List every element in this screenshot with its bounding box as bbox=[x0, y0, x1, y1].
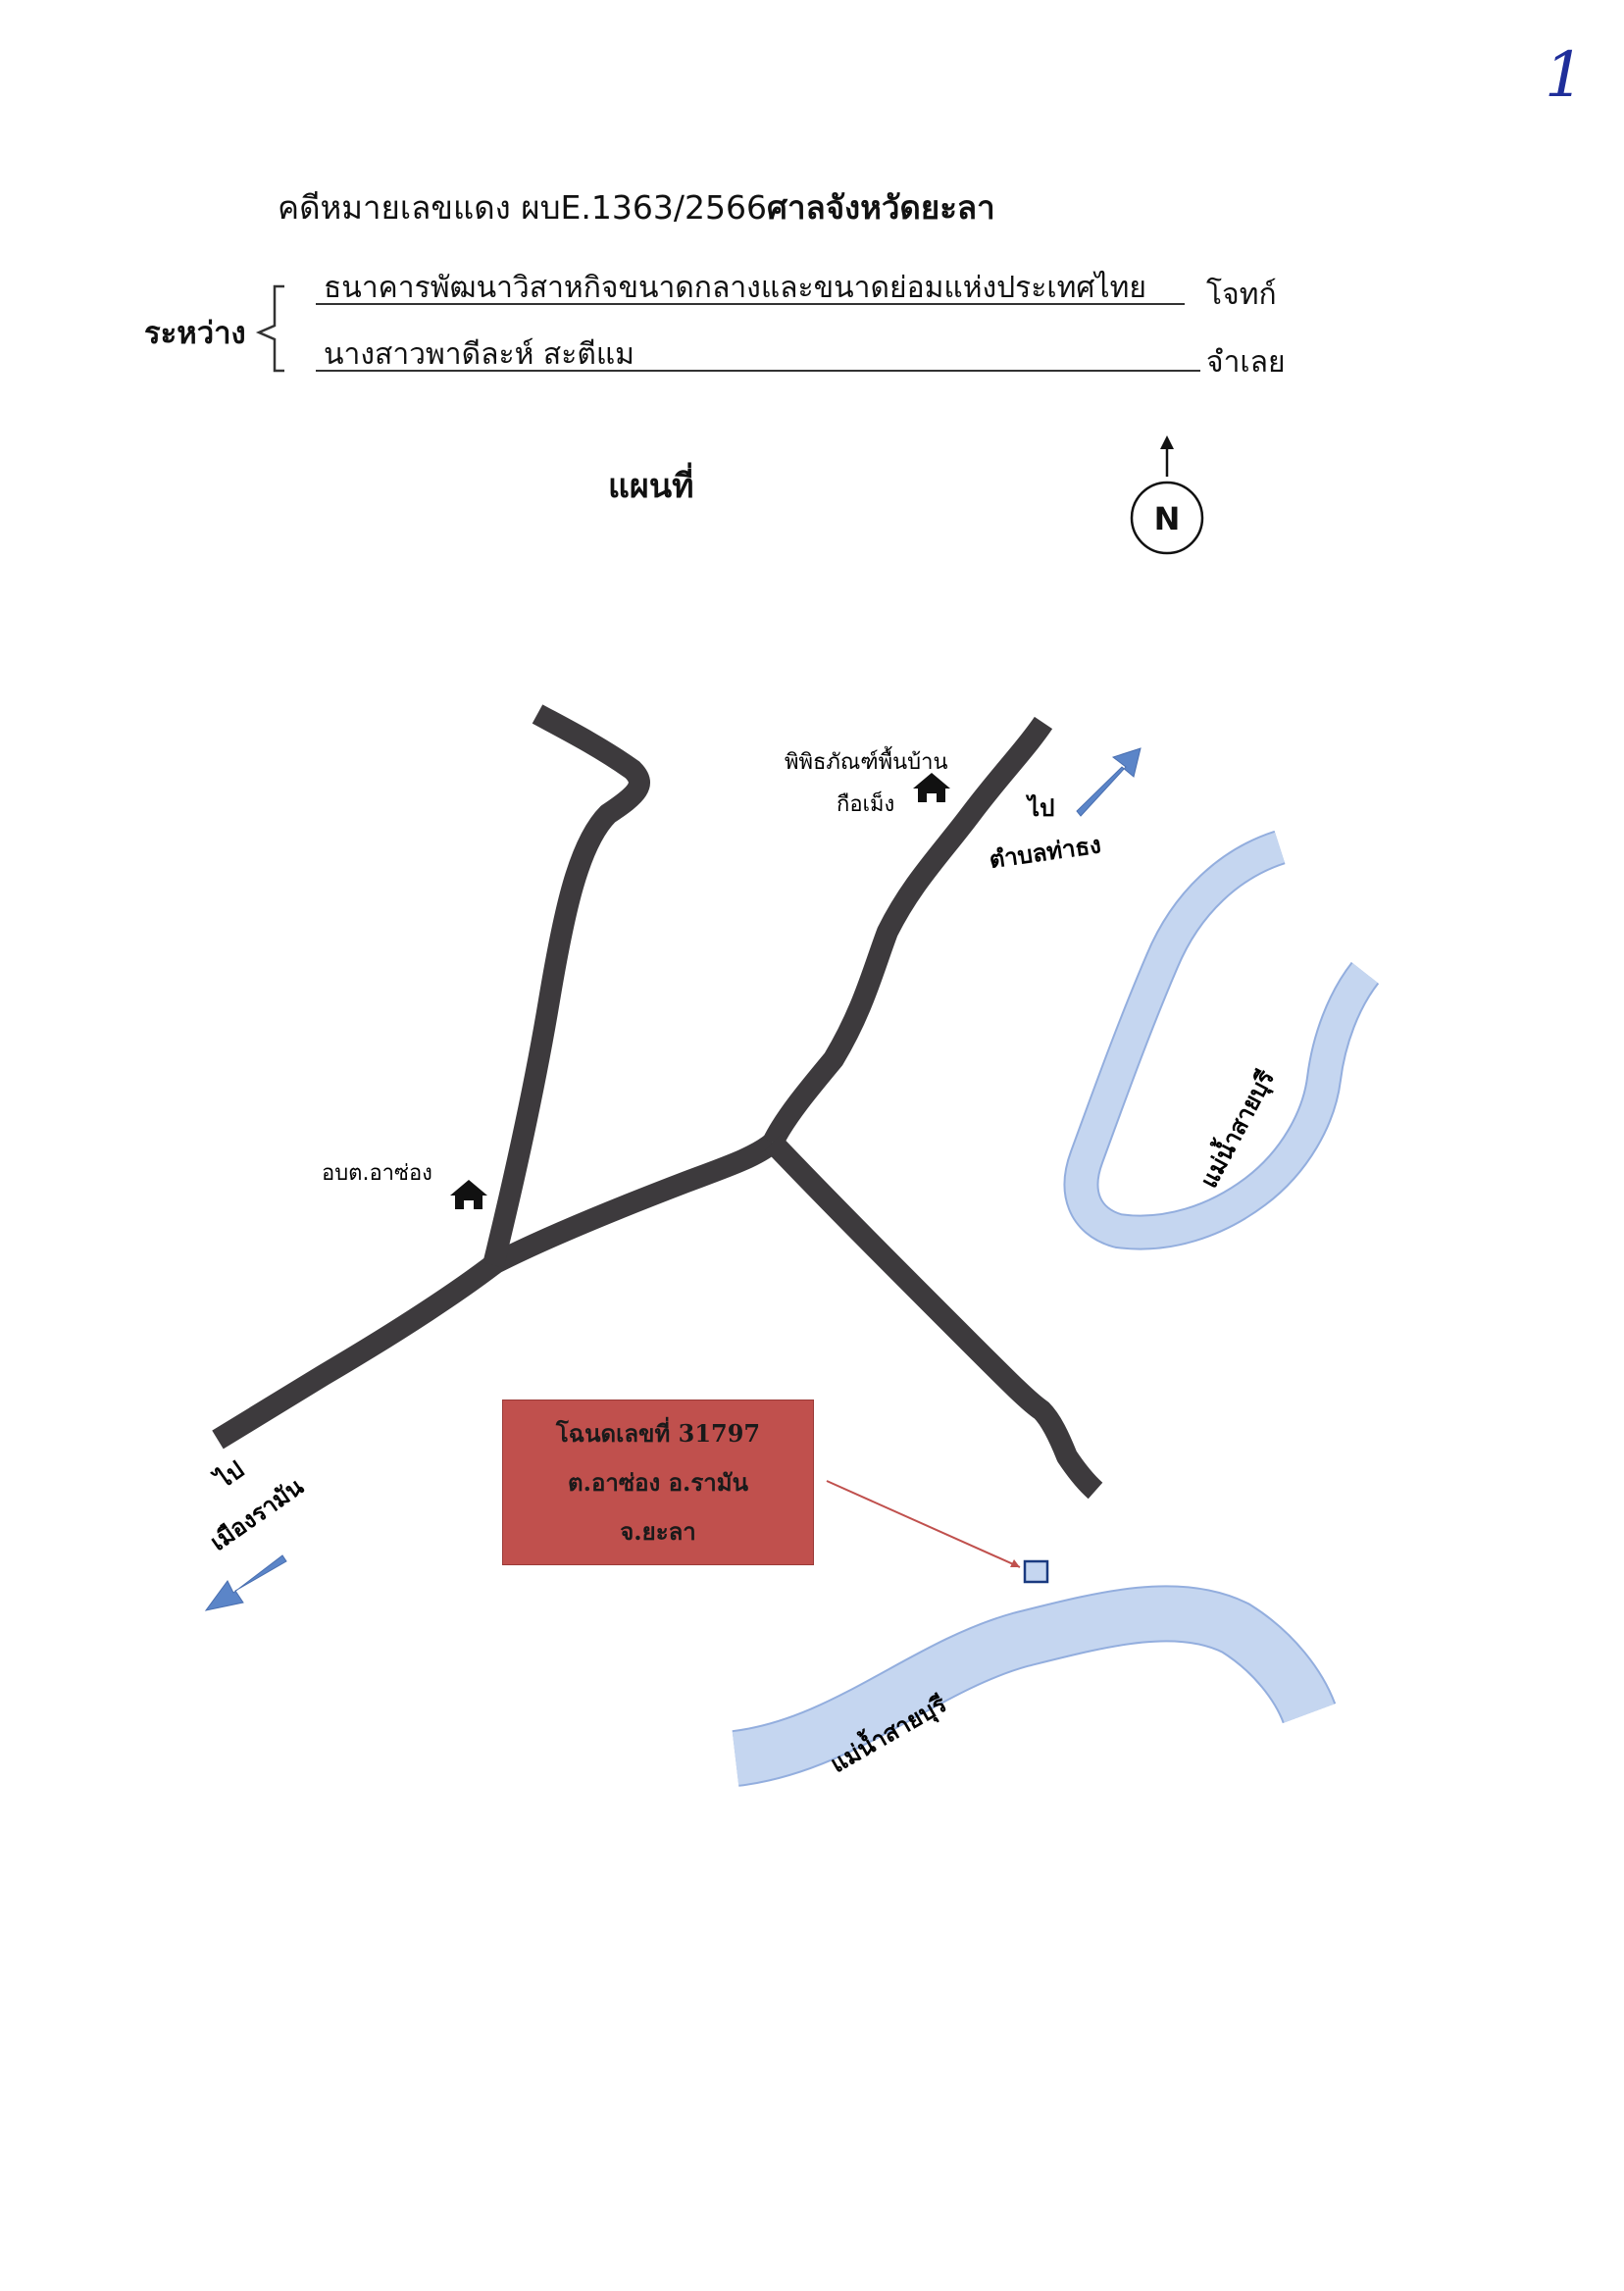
destination-ne: ตำบลท่าธง bbox=[988, 831, 1102, 874]
to-label-sw: ไป bbox=[208, 1454, 248, 1495]
defendant-underline bbox=[316, 370, 1200, 372]
direction-arrow-icon-ne bbox=[1076, 747, 1142, 817]
plaintiff-name: ธนาคารพัฒนาวิสาหกิจขนาดกลางและขนาดย่อมแห… bbox=[324, 271, 1146, 305]
road-southeast bbox=[765, 1135, 1103, 1500]
north-arrow-icon bbox=[1130, 435, 1204, 555]
case-number: คดีหมายเลขแดง ผบE.1363/2566 bbox=[278, 188, 767, 227]
house-icon-sao bbox=[450, 1180, 487, 1209]
museum-label-2: กือเม็ง bbox=[837, 789, 894, 817]
museum-label-1: พิพิธภัณฑ์พื้นบ้าน bbox=[785, 746, 948, 775]
court-name: ศาลจังหวัดยะลา bbox=[767, 188, 995, 227]
north-label: N bbox=[1154, 500, 1181, 537]
map-title: แผนที่ bbox=[608, 467, 694, 506]
plaintiff-role: โจทก์ bbox=[1206, 278, 1277, 312]
direction-arrow-icon-sw bbox=[204, 1554, 287, 1611]
plaintiff-underline bbox=[316, 303, 1185, 305]
deed-line-3: จ.ยะลา bbox=[620, 1516, 696, 1546]
to-label-ne: ไป bbox=[1025, 793, 1054, 822]
page-number: 1 bbox=[1545, 39, 1585, 112]
deed-box: โฉนดเลขที่ 31797 ต.อาซ่อง อ.รามัน จ.ยะลา bbox=[502, 1400, 814, 1565]
deed-line-2: ต.อาซ่อง อ.รามัน bbox=[568, 1467, 748, 1497]
between-label: ระหว่าง bbox=[144, 316, 246, 351]
road-northeast bbox=[763, 716, 1053, 1147]
sao-label: อบต.อาซ่อง bbox=[322, 1161, 432, 1186]
road-main-sw bbox=[212, 1134, 781, 1450]
parcel-marker bbox=[1023, 1559, 1049, 1584]
defendant-role: จำเลย bbox=[1206, 345, 1286, 380]
road-north-branch bbox=[482, 704, 650, 1268]
house-icon-museum bbox=[913, 773, 950, 802]
deed-pointer bbox=[826, 1480, 1021, 1568]
deed-line-1: โฉนดเลขที่ 31797 bbox=[555, 1418, 761, 1448]
defendant-name: นางสาวพาดีละห์ สะตีแม bbox=[324, 337, 634, 372]
party-brace bbox=[255, 284, 284, 373]
